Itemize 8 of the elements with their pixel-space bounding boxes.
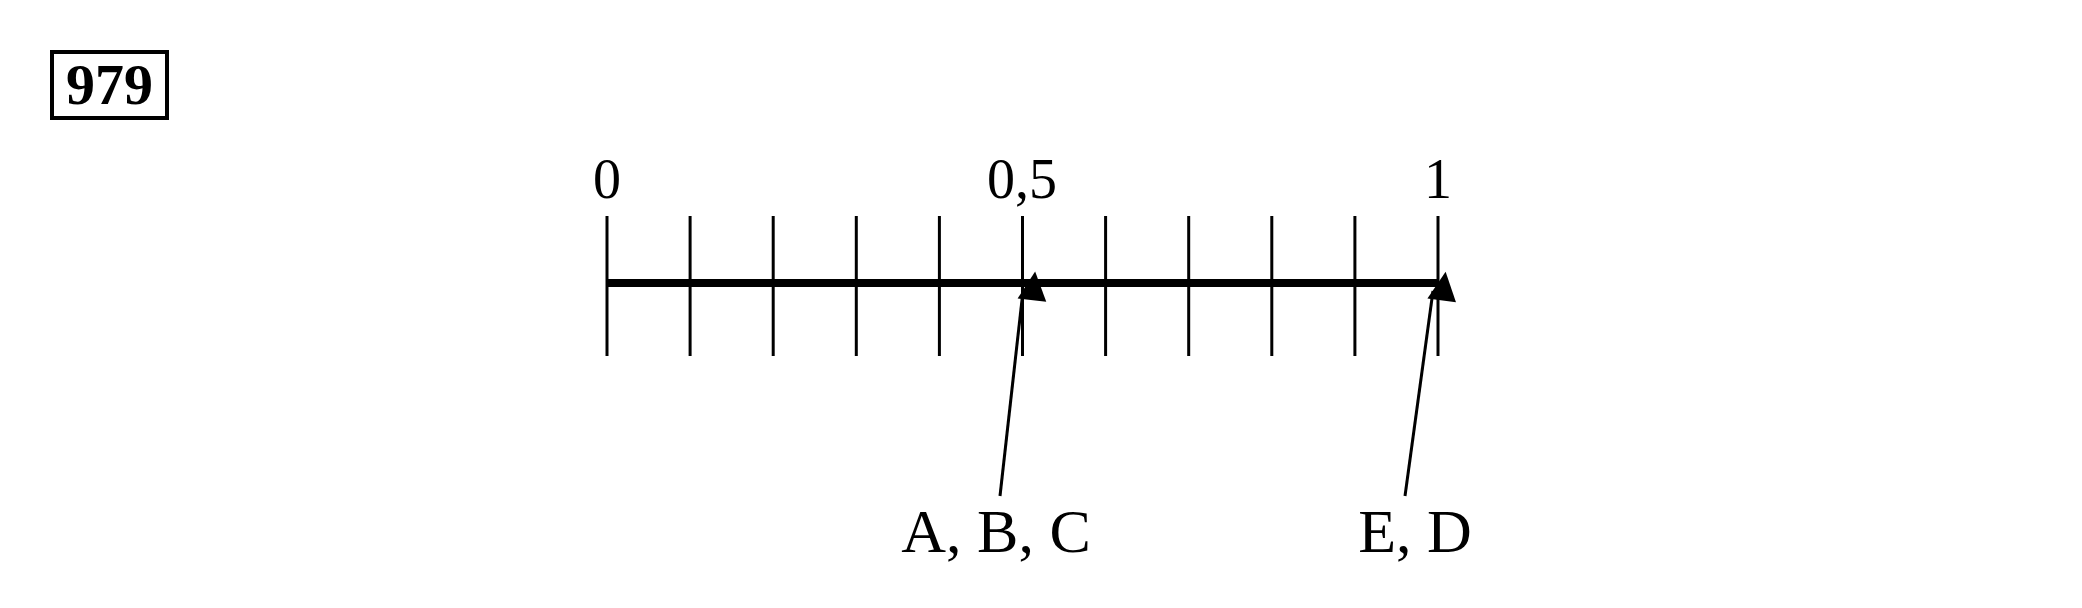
tick-label: 0 [593,151,621,207]
point-label: E, D [1358,500,1472,562]
arrow [1403,271,1456,497]
tick-label: 1 [1424,151,1452,207]
arrow [998,271,1047,497]
point-label: A, B, C [901,500,1091,562]
problem-number: 979 [50,50,169,120]
tick-label: 0,5 [987,151,1057,207]
